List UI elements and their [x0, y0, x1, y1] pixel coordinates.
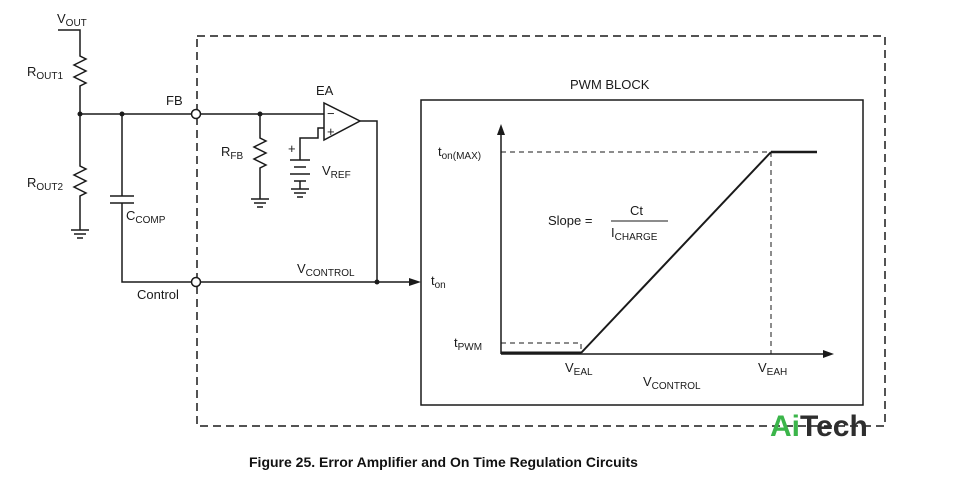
- ground-rfb: [251, 198, 269, 208]
- slope-numerator: Ct: [630, 203, 643, 218]
- tpwm-label: tPWM: [454, 335, 482, 353]
- slope-denominator: ICHARGE: [611, 225, 658, 243]
- ground-rout2: [71, 229, 89, 239]
- ton-label: ton: [431, 273, 446, 291]
- ground-vref: [291, 188, 309, 198]
- fb-pin: [190, 108, 202, 120]
- rout1-label: ROUT1: [27, 64, 63, 82]
- aitech-logo: AiTech: [770, 410, 868, 443]
- rout2-resistor: [72, 114, 88, 230]
- vout-wire: [58, 29, 81, 52]
- ton-ramp: [580, 151, 772, 354]
- vcontrol-arrow: [409, 278, 421, 286]
- ea-label: EA: [316, 83, 334, 98]
- ea-output-wire: [360, 120, 378, 282]
- ea-minus-label: −: [327, 106, 335, 121]
- vout-label: VOUT: [57, 11, 87, 29]
- control-pin: [190, 276, 202, 288]
- vref-label: VREF: [322, 163, 351, 181]
- rfb-label: RFB: [221, 144, 243, 162]
- slope-label: Slope =: [548, 213, 592, 228]
- rout1-resistor: [72, 52, 88, 114]
- vcontrol-label: VCONTROL: [297, 261, 355, 279]
- ton-max-label: ton(MAX): [438, 144, 481, 162]
- ccomp-capacitor: [110, 114, 191, 283]
- x-axis-arrow: [823, 350, 834, 358]
- ccomp-label: CCOMP: [126, 208, 166, 226]
- x-axis-label: VCONTROL: [643, 374, 701, 392]
- ea-plus-label: +: [327, 124, 335, 139]
- y-axis-arrow: [497, 124, 505, 135]
- rout2-label: ROUT2: [27, 175, 63, 193]
- ton-max-guide: [501, 151, 772, 354]
- vref-plus-label: +: [288, 141, 296, 156]
- control-label: Control: [137, 287, 179, 302]
- fb-label: FB: [166, 93, 183, 108]
- ic-boundary-dashed: [196, 35, 886, 427]
- veal-label: VEAL: [565, 360, 593, 378]
- node-dot-vcontrol: [374, 279, 380, 285]
- figure-caption: Figure 25. Error Amplifier and On Time R…: [249, 454, 638, 470]
- veah-label: VEAH: [758, 360, 787, 378]
- error-amplifier: [323, 101, 362, 142]
- vref-source: [290, 127, 324, 189]
- pwm-block-title: PWM BLOCK: [570, 77, 650, 92]
- rfb-resistor: [252, 114, 268, 199]
- pwm-block: [420, 99, 864, 406]
